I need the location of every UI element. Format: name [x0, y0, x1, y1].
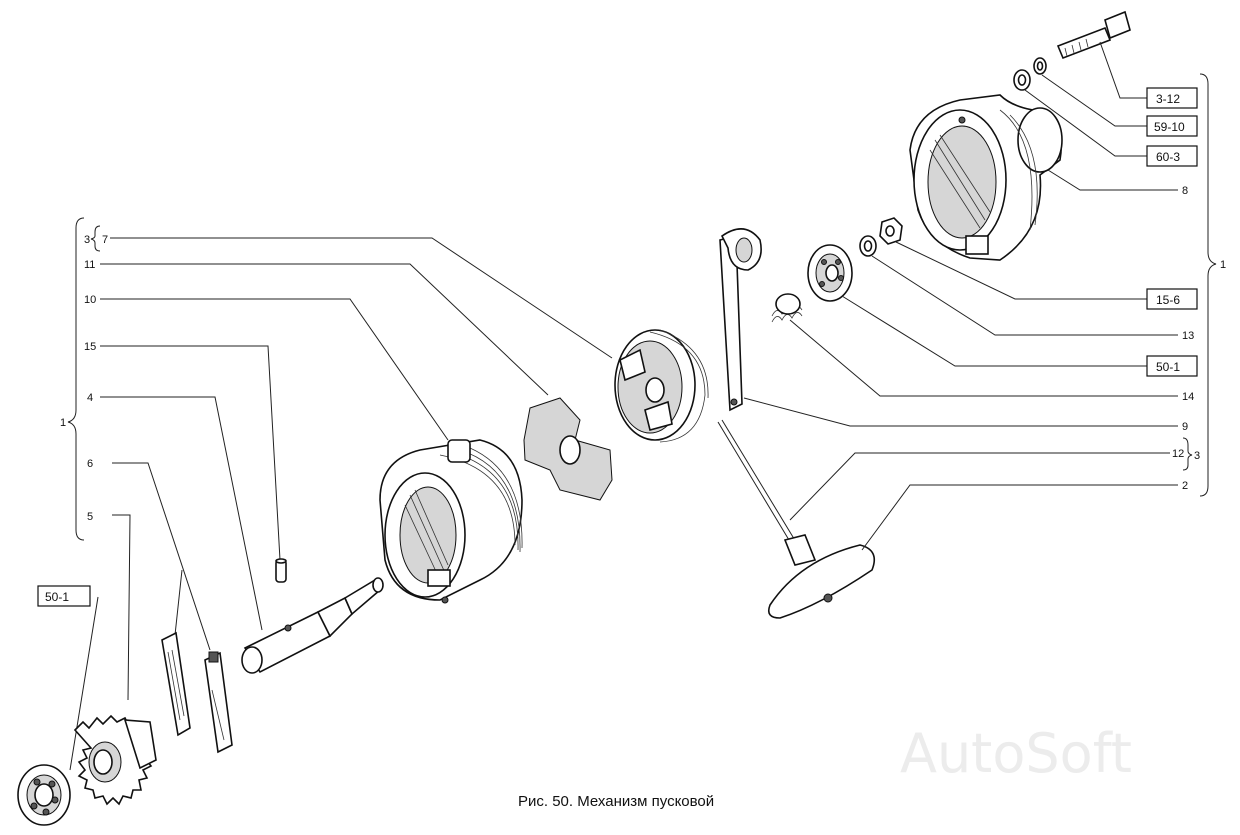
svg-text:50-1: 50-1	[45, 590, 69, 604]
part-spring-washer	[1033, 57, 1047, 75]
boxed-label-59-10: 59-10	[1146, 115, 1198, 137]
part-drum-housing	[379, 439, 523, 604]
right-leader-lines	[743, 41, 1178, 551]
part-bearing-right	[807, 244, 853, 302]
figure-caption: Рис. 50. Механизм пусковой	[518, 793, 714, 810]
label-group-1-right: 1	[1220, 259, 1226, 271]
label-4: 4	[87, 392, 93, 404]
part-washer-60-3	[1013, 69, 1031, 91]
part-cam-plate	[523, 397, 613, 501]
part-pawl-6	[204, 651, 233, 754]
label-14: 14	[1182, 391, 1194, 403]
svg-text:50-1: 50-1	[1156, 360, 1180, 374]
label-group-3-left: 3	[84, 234, 90, 246]
boxed-label-60-3: 60-3	[1146, 145, 1198, 167]
left-leader-lines	[69, 237, 613, 771]
label-9: 9	[1182, 421, 1188, 433]
part-washer-13	[859, 235, 877, 257]
part-pawl-5	[161, 631, 191, 737]
watermark: AutoSoft	[900, 722, 1132, 785]
part-bearing-left	[17, 764, 71, 826]
right-bracket-group-1	[1182, 73, 1217, 497]
part-nut-15-6	[879, 217, 903, 245]
boxed-label-50-1-right: 50-1	[1146, 355, 1198, 377]
label-6: 6	[87, 458, 93, 470]
svg-text:59-10: 59-10	[1154, 120, 1185, 134]
part-bolt-3-12	[1056, 10, 1131, 60]
part-lever	[719, 228, 762, 412]
left-bracket-group-1	[67, 217, 101, 541]
boxed-label-3-12: 3-12	[1146, 87, 1198, 109]
part-shaft	[241, 577, 384, 674]
label-15: 15	[84, 341, 96, 353]
label-13: 13	[1182, 330, 1194, 342]
label-2: 2	[1182, 480, 1188, 492]
part-cover	[909, 94, 1063, 261]
svg-text:60-3: 60-3	[1156, 150, 1180, 164]
label-5: 5	[87, 511, 93, 523]
boxed-label-15-6: 15-6	[1146, 288, 1198, 310]
part-pin	[275, 558, 287, 583]
label-group-1-left: 1	[60, 417, 66, 429]
svg-text:3-12: 3-12	[1156, 92, 1180, 106]
label-12: 12	[1172, 448, 1184, 460]
part-pulley	[614, 329, 709, 443]
part-gear	[73, 714, 157, 806]
svg-text:15-6: 15-6	[1156, 293, 1180, 307]
part-spring	[771, 293, 803, 323]
boxed-label-50-1-left: 50-1	[37, 585, 91, 607]
label-group-3-right: 3	[1194, 450, 1200, 462]
label-7: 7	[102, 234, 108, 246]
label-10: 10	[84, 294, 96, 306]
label-11: 11	[84, 259, 95, 271]
part-handle	[717, 419, 876, 619]
label-8: 8	[1182, 185, 1188, 197]
